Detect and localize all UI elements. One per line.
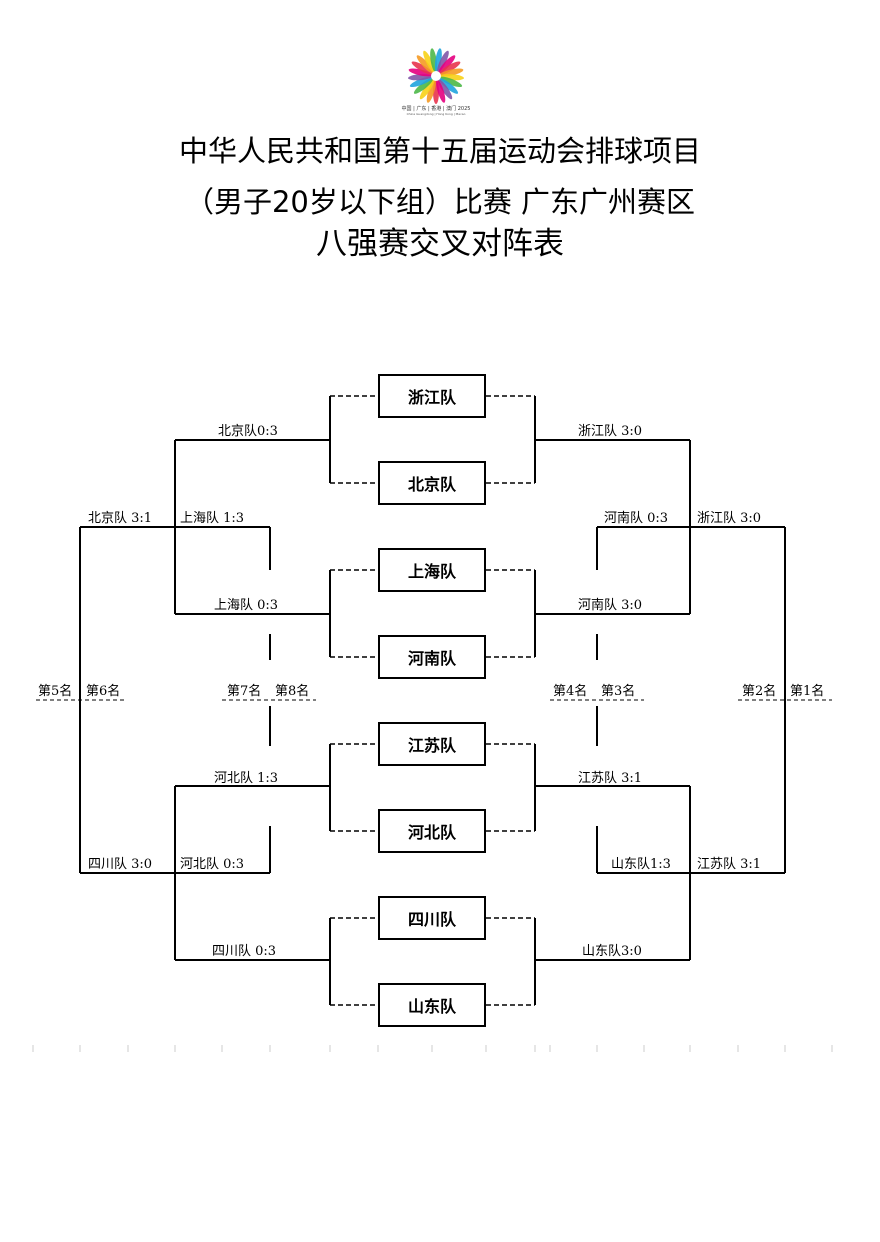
logo-caption-en: China Guangdong | Hong Kong | Macao (407, 112, 466, 116)
logo-petal (413, 78, 434, 94)
team-box-zhejiang: 浙江队 (378, 374, 486, 418)
result-label: 上海队 0:3 (214, 598, 279, 613)
result-label: 山东队3:0 (582, 944, 642, 959)
result-label: 浙江队 3:0 (697, 511, 762, 526)
result-label: 四川队 0:3 (212, 944, 277, 959)
team-box-henan: 河南队 (378, 635, 486, 679)
result-label: 北京队 3:1 (88, 511, 153, 526)
rank-label: 第3名 (601, 684, 636, 699)
rank-label: 第6名 (86, 684, 121, 699)
rank-label: 第1名 (790, 684, 825, 699)
rank-label: 第5名 (38, 684, 73, 699)
result-label: 上海队 1:3 (180, 511, 245, 526)
logo-center (431, 71, 441, 81)
team-box-hebei: 河北队 (378, 809, 486, 853)
logo-petal (436, 79, 446, 103)
result-label: 江苏队 3:1 (697, 857, 762, 872)
rank-label: 第7名 (227, 684, 262, 699)
logo-caption: 中国 | 广东 | 香港 | 澳门 2025 (402, 105, 471, 112)
logo-petal (419, 79, 435, 100)
result-label: 河北队 0:3 (180, 857, 245, 872)
title-line-1: 中华人民共和国第十五届运动会排球项目 (178, 134, 701, 168)
logo-petal (426, 79, 436, 103)
team-box-jiangsu: 江苏队 (378, 722, 486, 766)
logo-petal (439, 76, 463, 88)
result-label: 河北队 1:3 (214, 771, 279, 786)
logo-petal (438, 55, 456, 74)
result-label: 河南队 3:0 (578, 598, 643, 613)
title-line-3: 八强赛交叉对阵表 (316, 226, 564, 262)
result-label: 北京队0:3 (218, 424, 278, 439)
rank-label: 第4名 (553, 684, 588, 699)
logo-petal (437, 50, 449, 73)
result-label: 江苏队 3:1 (578, 771, 643, 786)
logo-petal (416, 55, 434, 74)
result-label: 山东队1:3 (611, 857, 671, 872)
team-box-shanghai: 上海队 (378, 548, 486, 592)
logo-petal (437, 79, 453, 100)
team-box-sichuan: 四川队 (378, 896, 486, 940)
team-box-beijing: 北京队 (378, 461, 486, 505)
logo-petal (438, 78, 459, 94)
logo-petal (439, 61, 461, 75)
title-line-2: （男子20岁以下组）比赛 广东广州赛区 (184, 185, 696, 219)
result-label: 浙江队 3:0 (578, 424, 643, 439)
logo-petal (409, 76, 433, 88)
logo-petal (423, 50, 435, 73)
result-label: 河南队 0:3 (604, 511, 669, 526)
rank-label: 第8名 (275, 684, 310, 699)
games-logo: 中国 | 广东 | 香港 | 澳门 2025 China Guangdong |… (402, 48, 471, 116)
team-box-shandong: 山东队 (378, 983, 486, 1027)
result-label: 四川队 3:0 (88, 857, 153, 872)
logo-petal (408, 68, 433, 77)
logo-petal (411, 61, 433, 75)
rank-label: 第2名 (742, 684, 777, 699)
